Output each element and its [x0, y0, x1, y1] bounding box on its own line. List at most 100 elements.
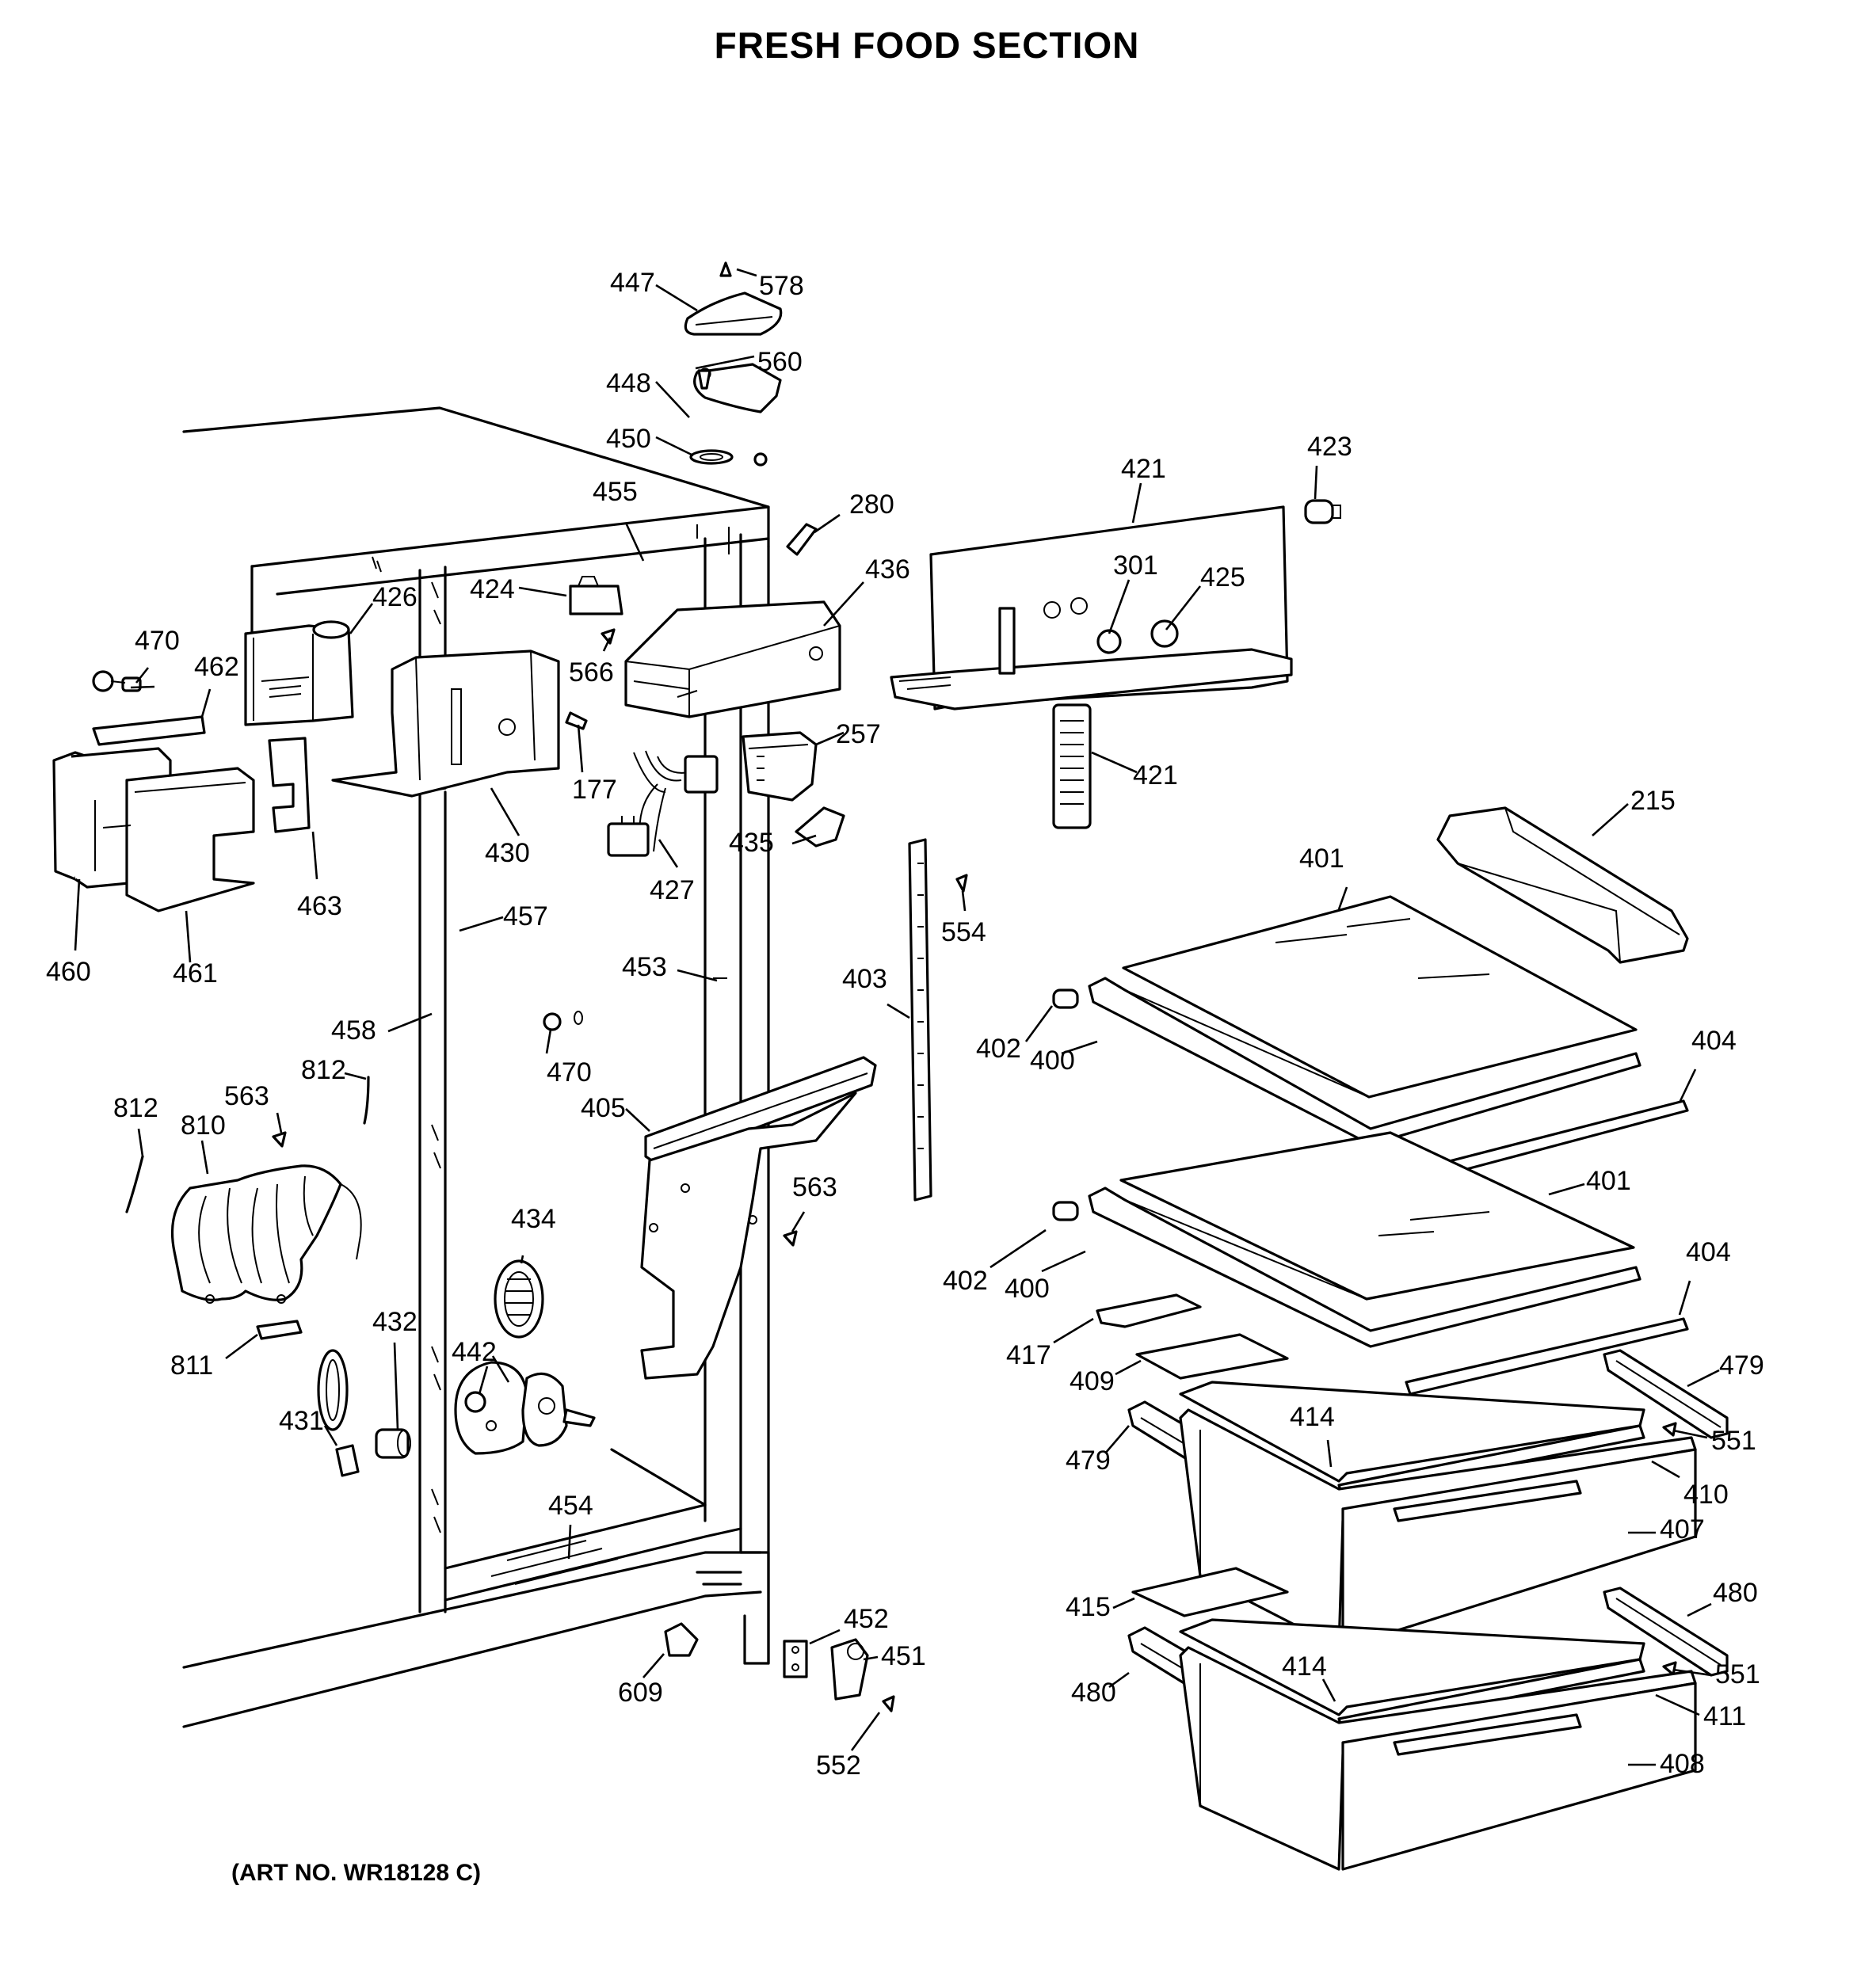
- screw-563a: [272, 1131, 287, 1148]
- screw-552: [882, 1695, 895, 1712]
- callout-470-middle: 470: [547, 1057, 592, 1088]
- part-435: [795, 806, 845, 848]
- callout-427: 427: [650, 875, 695, 905]
- callout-421-panel: 421: [1121, 454, 1166, 484]
- crisper-drawer-lower: [1179, 1618, 1697, 1871]
- callout-402-lower: 402: [943, 1266, 988, 1296]
- part-609: [664, 1622, 699, 1657]
- callout-432: 432: [372, 1307, 418, 1337]
- rail-403: [908, 838, 932, 1202]
- glass-401a: [1122, 895, 1638, 1099]
- trim-404b: [1405, 1317, 1689, 1396]
- cabinet-liner: [182, 406, 770, 1728]
- callout-578: 578: [759, 271, 804, 301]
- screw-551b: [1662, 1661, 1677, 1676]
- fan-assembly-442: [454, 1361, 596, 1455]
- relay-257: [742, 731, 818, 802]
- callout-408: 408: [1660, 1749, 1705, 1779]
- callout-403: 403: [842, 964, 887, 994]
- callout-415: 415: [1066, 1592, 1111, 1622]
- glass-401b: [1119, 1131, 1635, 1301]
- callout-551-lower: 551: [1715, 1659, 1760, 1689]
- callout-460: 460: [46, 957, 91, 987]
- callout-479-left: 479: [1066, 1446, 1111, 1476]
- shim-450: [689, 449, 734, 465]
- callout-442: 442: [452, 1337, 497, 1367]
- callout-215: 215: [1630, 786, 1676, 816]
- callout-812-left: 812: [113, 1093, 158, 1123]
- callout-301: 301: [1113, 550, 1158, 581]
- callout-554: 554: [941, 917, 986, 947]
- light-434: [494, 1259, 544, 1339]
- tube-812-right: [363, 1076, 370, 1125]
- hinge-451: [830, 1638, 869, 1701]
- screw-563b: [783, 1230, 798, 1247]
- bracket-402b: [1052, 1201, 1079, 1221]
- callout-414-upper: 414: [1290, 1402, 1335, 1432]
- callout-457: 457: [503, 901, 548, 931]
- screw-560: [697, 369, 711, 390]
- callout-451: 451: [881, 1641, 926, 1671]
- light-shield-405: [640, 1056, 877, 1380]
- callout-404-lower: 404: [1686, 1237, 1731, 1267]
- callout-401-upper: 401: [1299, 844, 1344, 874]
- screw-578: [719, 261, 732, 277]
- part-811: [256, 1320, 303, 1340]
- shelf-upper: [1052, 895, 1689, 1186]
- callout-401-lower: 401: [1586, 1166, 1631, 1196]
- callout-452: 452: [844, 1604, 889, 1634]
- callout-479-right: 479: [1719, 1350, 1764, 1381]
- heater-810: [171, 1164, 362, 1304]
- callout-402-upper: 402: [976, 1034, 1021, 1064]
- light-shield-assembly: [52, 715, 255, 912]
- part-417: [1096, 1293, 1202, 1328]
- callout-430: 430: [485, 838, 530, 868]
- callout-435: 435: [729, 828, 774, 858]
- callout-407: 407: [1660, 1514, 1705, 1545]
- callout-426: 426: [372, 582, 418, 612]
- diagram-title: FRESH FOOD SECTION: [714, 25, 1140, 66]
- frame-400a: [1088, 977, 1642, 1146]
- screw-554: [955, 874, 968, 893]
- callout-563-right: 563: [792, 1172, 837, 1202]
- light-socket-426: [244, 620, 354, 726]
- hinge-plate-452: [783, 1640, 808, 1678]
- callout-462: 462: [194, 652, 239, 682]
- callout-470-top: 470: [135, 626, 180, 656]
- callout-480-left: 480: [1071, 1678, 1116, 1708]
- callout-labels: 578 447 560 448 450 423 421 455 280 436 …: [46, 268, 1764, 1781]
- art-number: (ART NO. WR18128 C): [231, 1860, 482, 1886]
- callout-414-lower: 414: [1282, 1651, 1327, 1682]
- shelf-lower: [1052, 1131, 1689, 1396]
- callout-461: 461: [173, 958, 218, 988]
- part-280: [786, 523, 818, 556]
- callout-811: 811: [170, 1350, 213, 1381]
- shield-461: [125, 767, 255, 912]
- hinge-448: [693, 363, 782, 413]
- callout-458: 458: [331, 1015, 376, 1046]
- crisper-drawer-upper: [1179, 1381, 1697, 1649]
- tube-812-left: [125, 1155, 144, 1213]
- callout-177: 177: [572, 775, 617, 805]
- bulb-470-middle: [543, 1011, 583, 1031]
- callout-410: 410: [1683, 1480, 1729, 1510]
- callout-257: 257: [836, 719, 881, 749]
- cover-430: [331, 649, 560, 798]
- callout-411: 411: [1703, 1701, 1746, 1731]
- callout-480-right: 480: [1713, 1578, 1758, 1608]
- control-housing-436: [624, 600, 841, 718]
- control-panel-421: [890, 505, 1293, 710]
- grille-421: [1052, 703, 1092, 829]
- callout-431: 431: [279, 1406, 324, 1436]
- callout-424: 424: [470, 574, 515, 604]
- gasket-431: [317, 1349, 349, 1431]
- callout-405: 405: [581, 1093, 626, 1123]
- screw-551a: [1662, 1422, 1677, 1437]
- top-hinge-assembly: [684, 261, 783, 467]
- callout-447: 447: [610, 268, 655, 298]
- callout-455: 455: [593, 477, 638, 507]
- bin-215: [1436, 806, 1689, 964]
- bulb-423: [1304, 499, 1341, 524]
- bracket-402a: [1052, 988, 1079, 1009]
